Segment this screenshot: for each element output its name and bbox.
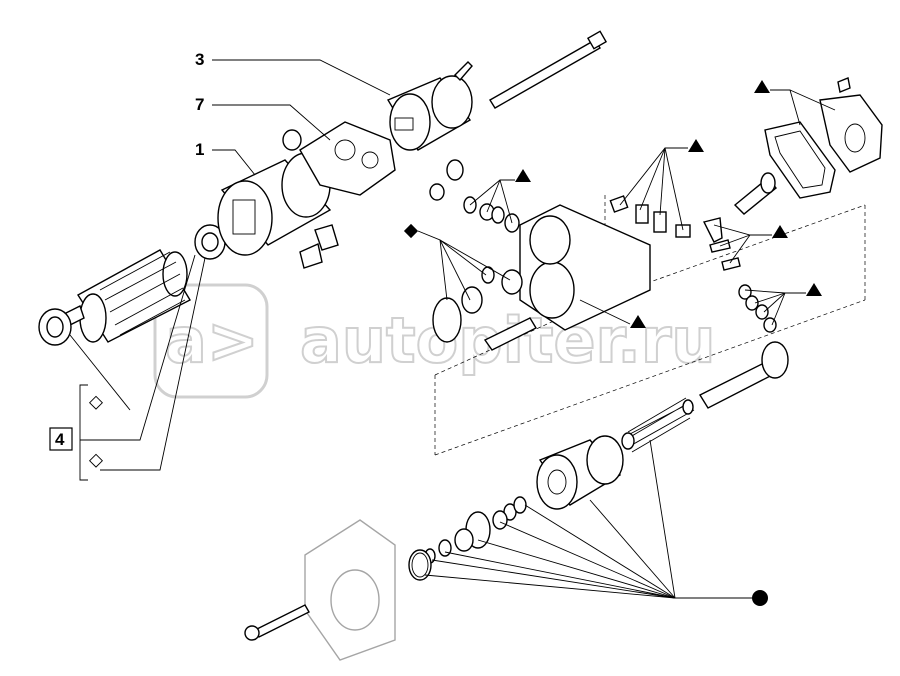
callout-3: 3 bbox=[195, 50, 204, 69]
callout-1: 1 bbox=[195, 140, 204, 159]
diamond-symbol bbox=[403, 223, 511, 301]
armature bbox=[61, 249, 191, 343]
callout-7: 7 bbox=[195, 95, 204, 114]
triangle-symbol bbox=[744, 283, 822, 326]
circle-symbol bbox=[424, 439, 768, 606]
callout-leaders bbox=[69, 59, 391, 471]
washer-set-right bbox=[738, 284, 777, 333]
watermark: a> autopiter.ru bbox=[153, 283, 717, 399]
drive-housing bbox=[519, 204, 651, 331]
triangle-symbol bbox=[619, 139, 704, 231]
pinion-shaft bbox=[699, 341, 789, 409]
retaining-rings bbox=[408, 539, 452, 581]
gasket bbox=[764, 121, 836, 199]
small-screw-top bbox=[454, 61, 473, 82]
watermark-logo: a> bbox=[165, 304, 259, 377]
end-cap bbox=[386, 75, 473, 151]
svg-text:1: 1 bbox=[195, 140, 204, 159]
svg-text:7: 7 bbox=[195, 95, 204, 114]
brush-set bbox=[609, 195, 691, 238]
triangle-symbol bbox=[579, 299, 646, 328]
stator-housing bbox=[217, 152, 339, 269]
washer-set-upper bbox=[463, 196, 520, 233]
callout-4: 4 bbox=[49, 427, 73, 451]
spring bbox=[621, 397, 695, 453]
brush-holder bbox=[299, 121, 396, 196]
bearing-left bbox=[38, 308, 72, 346]
lever-clips bbox=[702, 217, 741, 271]
bracket-4 bbox=[79, 384, 104, 481]
triangle-symbol bbox=[713, 224, 788, 264]
cover-plate bbox=[819, 77, 883, 173]
pin-shaft bbox=[733, 172, 777, 215]
overrunning-clutch bbox=[536, 435, 624, 510]
small-bushings bbox=[282, 129, 464, 201]
pinion-gear bbox=[454, 511, 491, 552]
triangle-symbol bbox=[754, 80, 836, 126]
long-bolt-bottom bbox=[244, 604, 310, 641]
lower-spring bbox=[492, 496, 527, 530]
triangle-symbol bbox=[469, 169, 531, 224]
through-bolt bbox=[489, 30, 608, 109]
svg-text:3: 3 bbox=[195, 50, 204, 69]
svg-text:4: 4 bbox=[55, 430, 65, 449]
gear-assembly-left bbox=[432, 266, 537, 351]
ghost-nose-housing bbox=[304, 519, 396, 661]
